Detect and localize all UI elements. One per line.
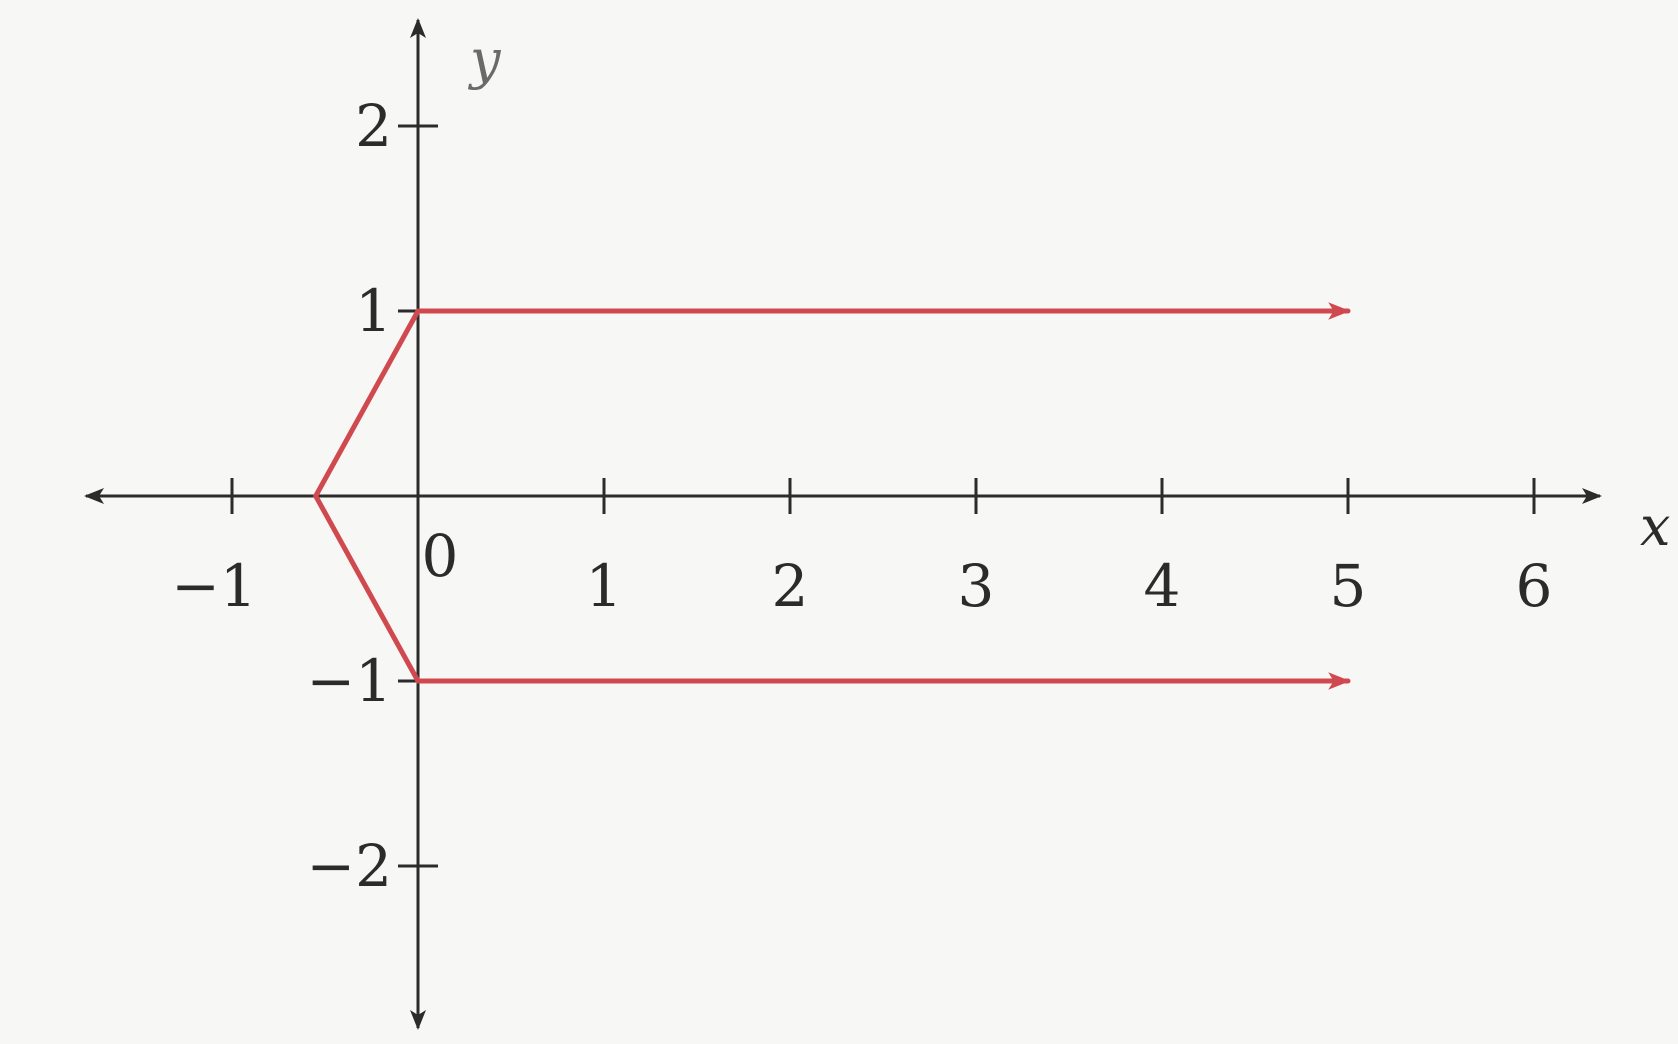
x-axis-label: x bbox=[1640, 495, 1670, 558]
y-ticks-group: 2 1 −1 −2 bbox=[307, 92, 438, 900]
y-tick-label: −2 bbox=[307, 832, 393, 900]
x-tick-label: 6 bbox=[1516, 552, 1553, 620]
x-tick-label: −1 bbox=[171, 552, 257, 620]
y-tick-label: 1 bbox=[355, 277, 392, 345]
x-tick-label: 4 bbox=[1144, 552, 1181, 620]
x-tick-label: 1 bbox=[586, 552, 623, 620]
y-tick-label: −1 bbox=[307, 647, 393, 715]
series-group bbox=[313, 302, 1351, 690]
x-tick-label: 2 bbox=[772, 552, 809, 620]
x-tick-label: 0 bbox=[422, 522, 459, 590]
y-axis-label: y bbox=[468, 28, 502, 91]
x-tick-label: 3 bbox=[958, 552, 995, 620]
x-ticks-group: −1 0 1 2 3 4 5 6 bbox=[171, 478, 1552, 620]
x-tick-label: 5 bbox=[1330, 552, 1367, 620]
y-tick-label: 2 bbox=[355, 92, 392, 160]
